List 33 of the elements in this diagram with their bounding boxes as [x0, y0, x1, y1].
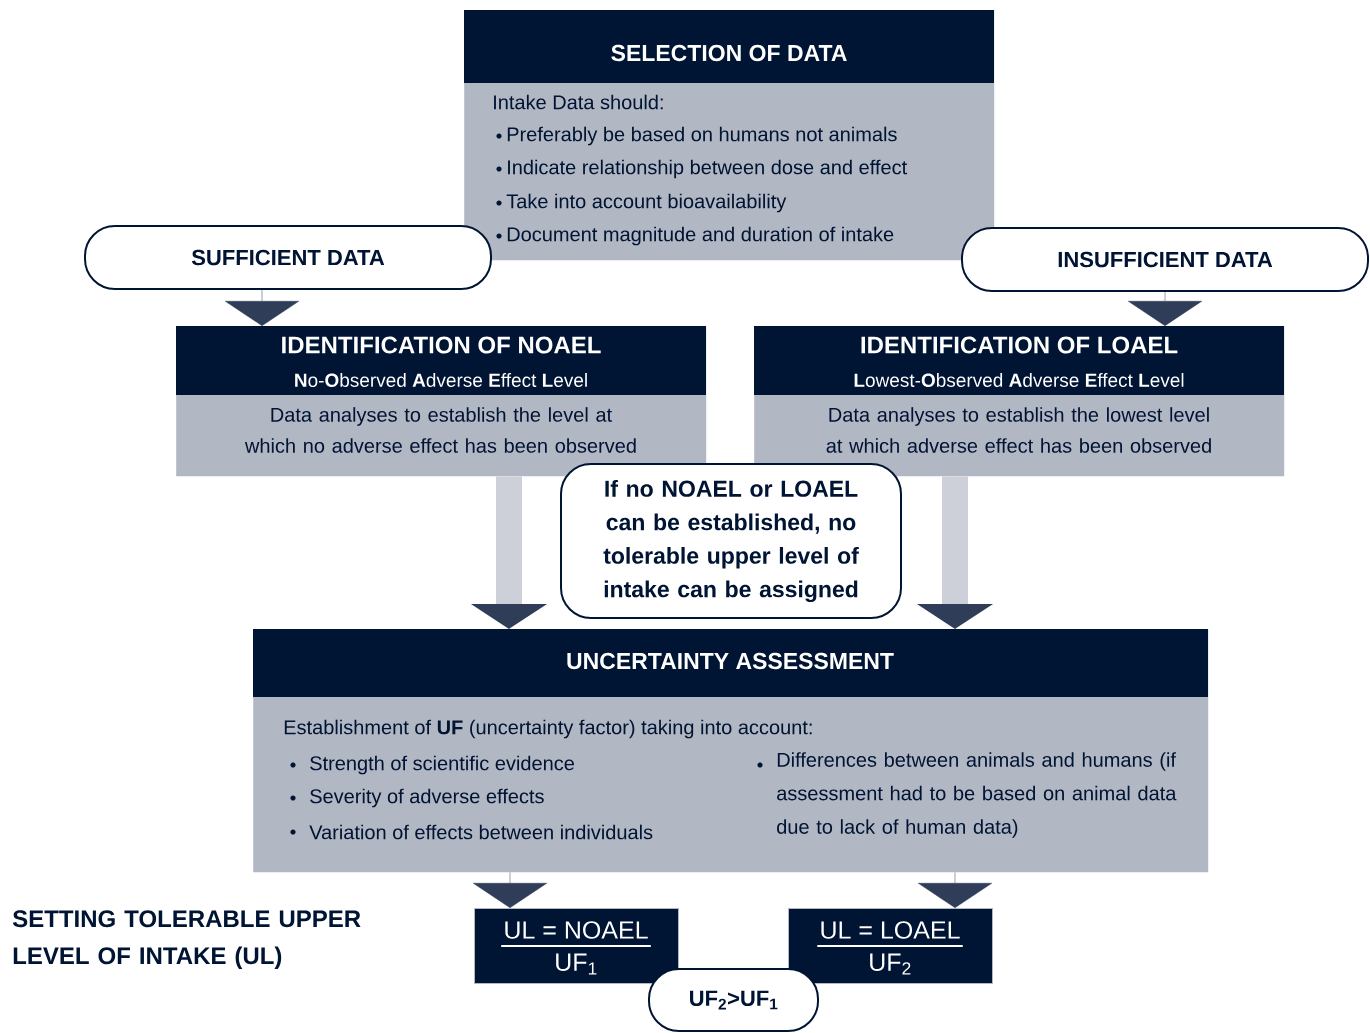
panel-title: UNCERTAINTY ASSESSMENT: [567, 652, 894, 670]
rounded-box: SUFFICIENT DATA: [84, 225, 492, 290]
formula-box: UL = NOAEL UF$_{1}$: [474, 908, 679, 984]
section-label: SETTING TOLERABLE UPPER LEVEL OF INTAKE (UL): [12, 910, 361, 969]
info-panel: [464, 10, 995, 261]
panel-title: SELECTION OF DATA: [611, 44, 847, 62]
info-panel: [253, 629, 1209, 873]
intro-text: Intake Data should:: [494, 94, 663, 110]
bullet-text: Document magnitude and duration of intake: [507, 226, 894, 246]
bullet-text: Take into account bioavailability: [506, 193, 787, 213]
rounded-box: UF$_{2}$>UF$_{1}$: [648, 968, 819, 1032]
subtitle: No-Observed Adverse Effect Level: [295, 373, 587, 387]
rounded-box: If no NOAEL or LOAEL can be established, no tolerable upper level of intake can be assigned: [560, 463, 902, 619]
description: Data analyses to establish the lowest level at which adverse effect has been observed: [826, 407, 1211, 453]
subtitle: Lowest-Observed Adverse Effect Level: [854, 373, 1184, 387]
bullet-text: Variation of effects between individuals: [309, 824, 653, 840]
bullet-text: Indicate relationship between dose and effect: [508, 159, 908, 179]
formula-box: UL = LOAEL UF$_{2}$: [788, 908, 993, 984]
bullet-text: Strength of scientific evidence: [310, 755, 574, 775]
panel-title: IDENTIFICATION OF LOAEL: [861, 336, 1178, 354]
info-panel: [754, 326, 1285, 477]
bullet-text: Preferably be based on humans not animals: [507, 126, 897, 146]
arrow: [918, 872, 992, 908]
description: Data analyses to establish the level at which no adverse effect has been observed: [244, 407, 636, 453]
panel-title: IDENTIFICATION OF NOAEL: [282, 336, 601, 354]
intro-text: Establishment of UF (uncertainty factor) taking into account:: [284, 719, 812, 739]
bullet-text: Severity of adverse effects: [310, 788, 544, 808]
bullet-text: Differences between animals and humans (if assessment had to be based on animal data due to lack of human data): [777, 752, 1177, 838]
info-panel: [176, 326, 707, 477]
arrow: [473, 872, 547, 908]
rounded-box: INSUFFICIENT DATA: [961, 227, 1369, 292]
arrow: [1128, 291, 1202, 326]
arrow: [225, 289, 299, 326]
